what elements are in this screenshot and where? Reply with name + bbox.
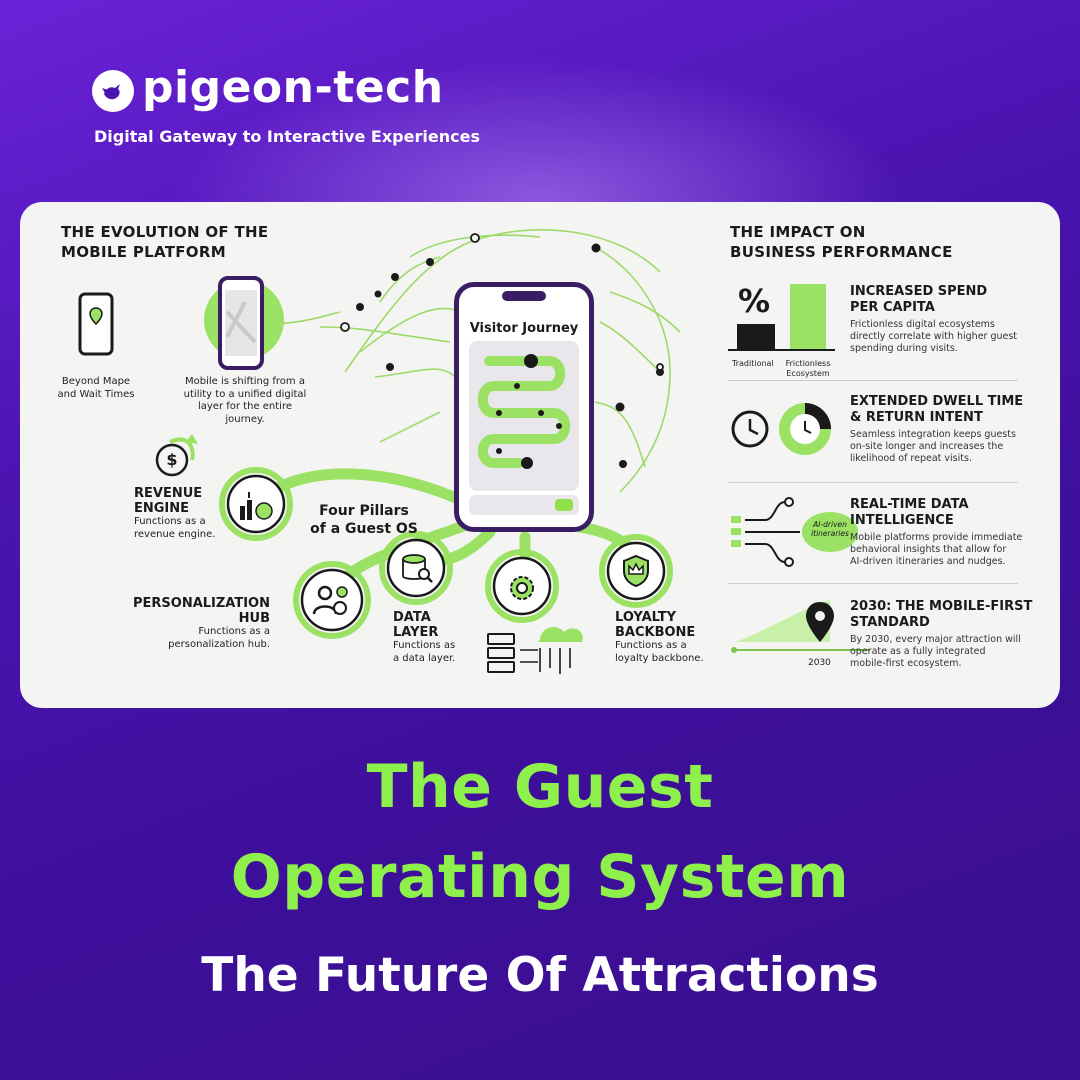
bar-label-frictionless: Frictionless Ecosystem (785, 359, 831, 378)
evolution-caption-right: Mobile is shifting from a utility to a u… (183, 376, 307, 425)
main-subtitle: The Future Of Attractions (201, 948, 879, 1003)
divider (728, 583, 1018, 584)
pillars-heading: Four Pillars of a Guest OS (310, 503, 418, 537)
phone-progress-bar (469, 495, 579, 515)
person-gear-icon (312, 584, 352, 622)
main-title-line2: Operating System (230, 842, 850, 912)
journey-map (469, 341, 579, 491)
pillar-data-layer: DATA LAYER Functions as a data layer. (393, 610, 456, 664)
percent-icon: % (738, 282, 771, 320)
shield-crown-icon (621, 554, 651, 592)
impact-heading: THE IMPACT ON BUSINESS PERFORMANCE (730, 223, 953, 261)
brand: pigeon-tech (92, 62, 444, 113)
impact-item-2030: 2030: THE MOBILE-FIRST STANDARD By 2030,… (850, 599, 1033, 669)
pillar-revenue-engine: REVENUE ENGINE Functions as a revenue en… (134, 486, 216, 540)
timeline-year: 2030 (808, 658, 831, 668)
pillar-loyalty-backbone: LOYALTY BACKBONE Functions as a loyalty … (615, 610, 704, 664)
phone-progress-fill (555, 499, 573, 511)
phone-notch (502, 291, 546, 301)
divider (728, 482, 1018, 483)
gear-icon (506, 572, 538, 608)
bar-label-traditional: Traditional (732, 359, 774, 368)
impact-item-data: REAL-TIME DATA INTELLIGENCE Mobile platf… (850, 497, 1023, 567)
impact-item-spend: INCREASED SPEND PER CAPITA Frictionless … (850, 284, 1018, 354)
pillar-personalization-hub: PERSONALIZATION HUB Functions as a perso… (132, 596, 270, 650)
ai-itinerary-bubble: AI-driven itineraries (811, 520, 849, 538)
impact-item-dwell: EXTENDED DWELL TIME & RETURN INTENT Seam… (850, 394, 1024, 464)
brand-name: pigeon-tech (142, 62, 444, 113)
infographic-card: $ (20, 202, 1060, 708)
database-search-icon (400, 552, 434, 590)
evolution-caption-left: Beyond Mape and Wait Times (57, 376, 135, 400)
visitor-journey-phone: Visitor Journey (454, 282, 594, 532)
main-title-line1: The Guest (366, 752, 714, 822)
revenue-chart-icon (240, 490, 274, 526)
evolution-heading: THE EVOLUTION OF THE MOBILE PLATFORM (61, 223, 269, 261)
svg-text:$: $ (166, 450, 177, 469)
pigeon-logo-icon (92, 69, 134, 112)
divider (728, 380, 1018, 381)
brand-tagline: Digital Gateway to Interactive Experienc… (94, 127, 480, 146)
network-lines-graphic: $ (78, 228, 870, 674)
phone-title: Visitor Journey (469, 321, 579, 336)
